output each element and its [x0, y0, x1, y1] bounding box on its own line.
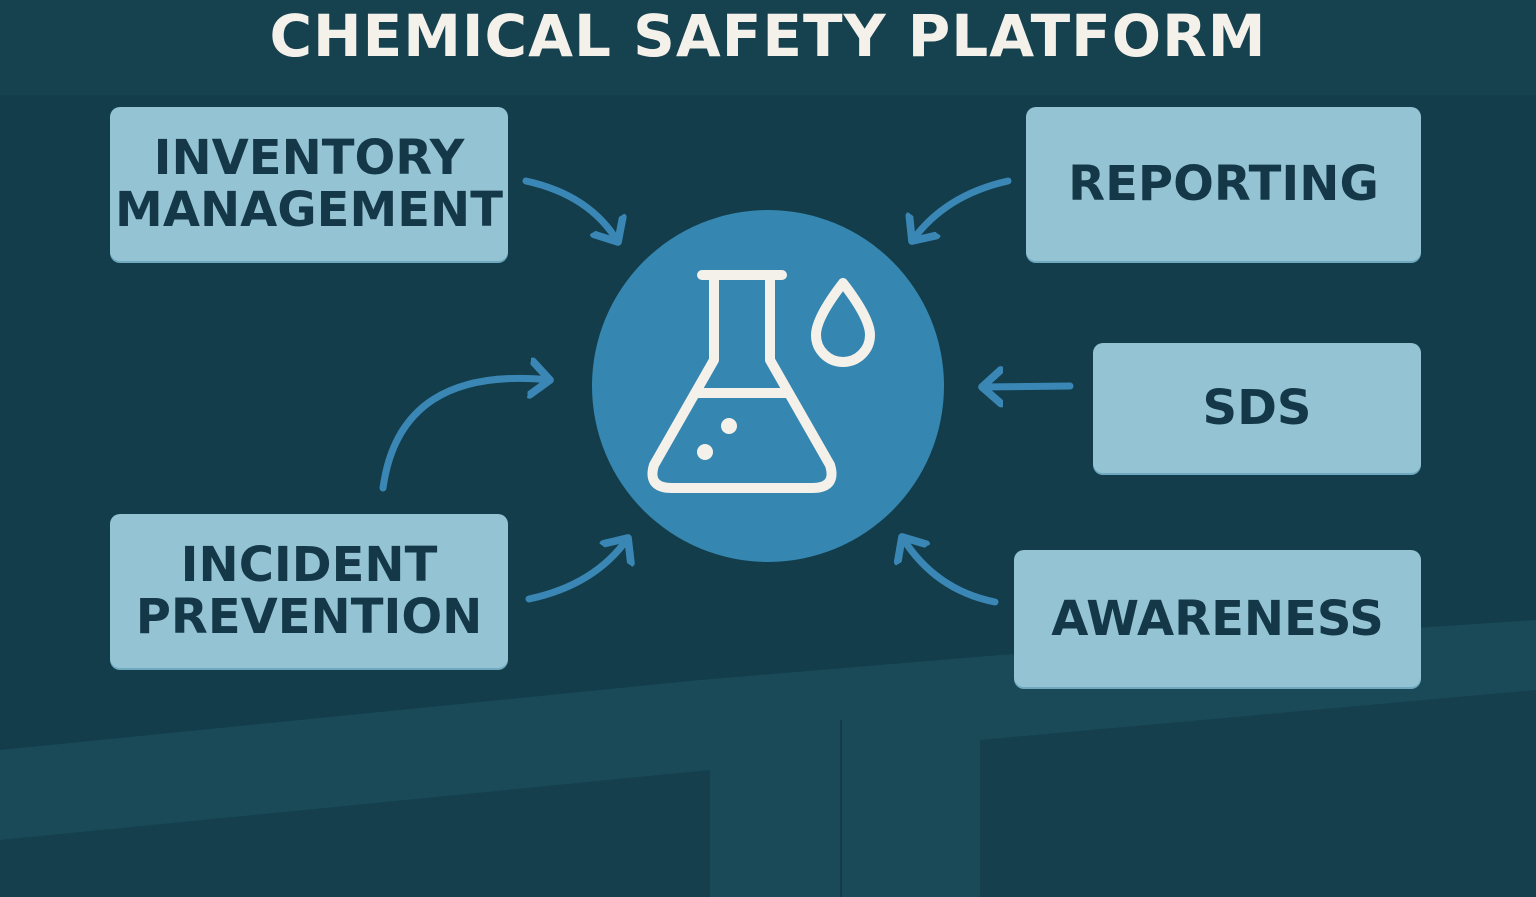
flask-icon	[647, 270, 875, 493]
node-label: MANAGEMENT	[115, 182, 503, 238]
arrow-sds	[982, 386, 1074, 387]
node-sds: SDS	[1093, 343, 1421, 473]
node-label: SDS	[1202, 380, 1312, 436]
node-label: INVENTORY	[153, 130, 465, 186]
arrow-incident	[525, 538, 628, 603]
node-label: AWARENESS	[1051, 590, 1384, 647]
node-label: INCIDENT	[180, 537, 438, 593]
node-awareness: AWARENESS	[1014, 550, 1421, 687]
arrow-incident-loop	[379, 378, 550, 492]
droplet-icon	[811, 278, 875, 367]
arrow-inventory	[522, 177, 618, 242]
node-label: PREVENTION	[135, 589, 483, 645]
center-hub	[592, 210, 944, 562]
page-title: CHEMICAL SAFETY PLATFORM	[269, 2, 1267, 70]
node-reporting: REPORTING	[1026, 107, 1421, 261]
arrow-reporting	[912, 177, 1012, 241]
arrow-awareness	[902, 537, 999, 606]
node-label: REPORTING	[1068, 156, 1379, 212]
